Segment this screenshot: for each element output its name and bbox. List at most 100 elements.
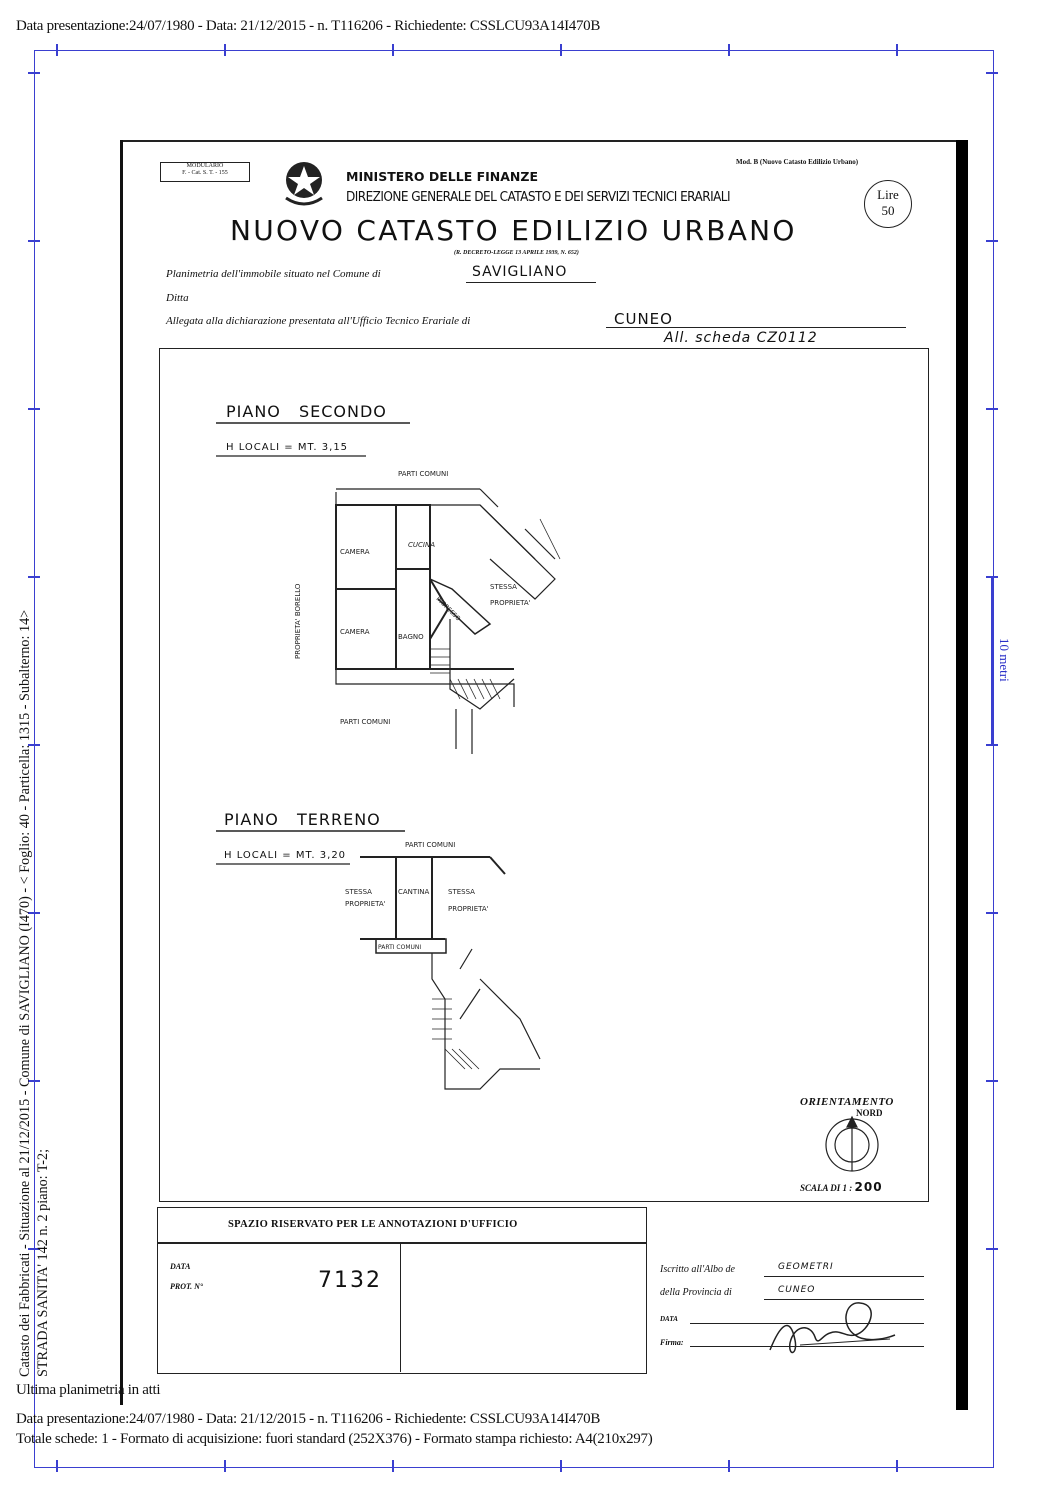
firma-label: Firma: [660, 1338, 684, 1347]
svg-text:CANTINA: CANTINA [398, 888, 429, 896]
svg-text:PROPRIETA': PROPRIETA' [345, 900, 386, 908]
iscritto-value: GEOMETRI [778, 1262, 834, 1272]
secondo-height: H LOCALI = MT. 3,15 [226, 442, 349, 453]
svg-text:CAMERA: CAMERA [340, 548, 370, 556]
frame-tick [28, 72, 40, 74]
footer-line1: Data presentazione:24/07/1980 - Data: 21… [16, 1411, 601, 1427]
ditta-label: Ditta [166, 292, 189, 304]
ufficio-value: CUNEO [614, 310, 673, 328]
frame-tick [28, 744, 40, 746]
scale-bar [991, 576, 993, 744]
frame-tick [56, 44, 58, 56]
provincia-label: della Provincia di [660, 1287, 732, 1298]
scale-text: SCALA DI 1 : 200 [800, 1180, 883, 1194]
svg-text:CUCINA: CUCINA [408, 541, 435, 549]
frame-tick [986, 744, 998, 746]
office-prot-label: PROT. N° [170, 1282, 204, 1291]
header-line: Data presentazione:24/07/1980 - Data: 21… [16, 18, 601, 34]
nord-label: NORD [856, 1108, 883, 1118]
lire-stamp: Lire 50 [864, 180, 912, 228]
emblem-icon [280, 158, 328, 210]
secondo-title: PIANO SECONDO [226, 402, 387, 421]
ministry-label: MINISTERO DELLE FINANZE [346, 169, 538, 184]
office-data-label: DATA [170, 1262, 191, 1271]
frame-tick [896, 44, 898, 56]
underline [690, 1346, 924, 1347]
side-text-line1: Catasto dei Fabbricati - Situazione al 2… [17, 609, 33, 1377]
office-prot-value: 7132 [318, 1268, 382, 1293]
frame-tick [986, 408, 998, 410]
svg-text:PARTI COMUNI: PARTI COMUNI [378, 944, 421, 951]
frame-tick [28, 1080, 40, 1082]
footer-line2: Totale schede: 1 - Formato di acquisizio… [16, 1431, 653, 1447]
sheet-edge [956, 140, 968, 1410]
frame-tick [28, 1248, 40, 1250]
sheet-edge [120, 140, 968, 142]
floor-plans: PARTI COMUNI CAMERA CUCINA CAMERA BAGNO … [216, 422, 879, 1172]
iscritto-label: Iscritto all'Albo de [660, 1264, 735, 1275]
orientamento-label: ORIENTAMENTO [800, 1096, 894, 1108]
frame-tick [986, 912, 998, 914]
form-title: NUOVO CATASTO EDILIZIO URBANO [230, 214, 797, 247]
frame-tick [728, 1460, 730, 1472]
scheda-value: All. scheda CZ0112 [664, 330, 818, 346]
underline [466, 282, 596, 283]
frame-tick [28, 912, 40, 914]
frame-tick [560, 1460, 562, 1472]
frame-tick [392, 44, 394, 56]
svg-text:STESSA: STESSA [448, 888, 475, 896]
svg-text:STESSA: STESSA [345, 888, 372, 896]
office-divider [400, 1242, 402, 1372]
frame-tick [224, 1460, 226, 1472]
frame-tick [28, 408, 40, 410]
office-divider [157, 1242, 647, 1244]
svg-text:PARTI COMUNI: PARTI COMUNI [398, 470, 448, 478]
underline [764, 1276, 924, 1277]
frame-tick [896, 1460, 898, 1472]
svg-text:PROPRIETA' BORELLO: PROPRIETA' BORELLO [294, 583, 302, 659]
lire-label: Lire [877, 187, 899, 202]
frame-tick [728, 44, 730, 56]
svg-text:PROPRIETA': PROPRIETA' [448, 905, 489, 913]
frame-tick [224, 44, 226, 56]
direzione-label: DIREZIONE GENERALE DEL CATASTO E DEI SER… [346, 190, 731, 205]
terreno-height: H LOCALI = MT. 3,20 [224, 850, 347, 861]
svg-text:BAGNO: BAGNO [398, 633, 424, 641]
blue-frame [34, 50, 994, 1468]
frame-tick [986, 72, 998, 74]
office-box [157, 1207, 647, 1374]
comune-value: SAVIGLIANO [472, 264, 568, 280]
svg-text:INGRESSO: INGRESSO [435, 595, 462, 622]
underline [606, 327, 906, 328]
sheet-edge [120, 140, 123, 1405]
frame-tick [56, 1460, 58, 1472]
decree-label: (R. DECRETO-LEGGE 13 APRILE 1939, N. 652… [454, 250, 579, 256]
svg-text:CAMERA: CAMERA [340, 628, 370, 636]
mod-reference: Mod. B (Nuovo Catasto Edilizio Urbano) [736, 158, 859, 166]
allegata-label: Allegata alla dichiarazione presentata a… [166, 315, 471, 327]
provincia-value: CUNEO [778, 1285, 816, 1295]
planimetria-label: Planimetria dell'immobile situato nel Co… [166, 268, 381, 280]
frame-tick [986, 240, 998, 242]
underline [690, 1323, 924, 1324]
frame-tick [392, 1460, 394, 1472]
terreno-title: PIANO TERRENO [224, 810, 381, 829]
modulario-box: MODULARIO F. - Cat. S. T. - 155 [160, 162, 250, 182]
frame-tick [986, 1248, 998, 1250]
signature [769, 1302, 896, 1354]
frame-tick [986, 1080, 998, 1082]
office-data2-label: DATA [660, 1315, 678, 1323]
scale-label: 10 metri [997, 638, 1012, 682]
office-title: SPAZIO RISERVATO PER LE ANNOTAZIONI D'UF… [228, 1219, 518, 1230]
ultima-label: Ultima planimetria in atti [16, 1382, 161, 1398]
svg-text:PROPRIETA': PROPRIETA' [490, 599, 531, 607]
scala-label: SCALA DI 1 : [800, 1183, 855, 1193]
svg-text:PARTI COMUNI: PARTI COMUNI [405, 841, 455, 849]
plan-frame [159, 348, 929, 1202]
scala-value: 200 [854, 1180, 883, 1194]
frame-tick [560, 44, 562, 56]
frame-tick [28, 240, 40, 242]
svg-text:STESSA: STESSA [490, 583, 517, 591]
lire-value: 50 [881, 203, 895, 218]
side-text-line2: STRADA SANITA' 142 n. 2 piano: T-2; [35, 1148, 51, 1377]
